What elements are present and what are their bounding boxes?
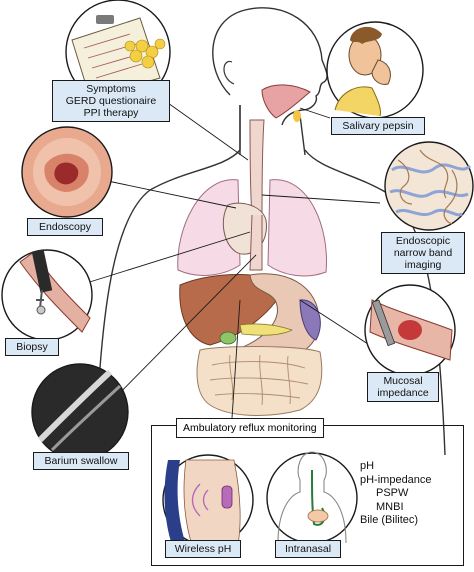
nbi-label: Endoscopic narrow band imaging: [381, 232, 465, 274]
symptoms-label: Symptoms GERD questionaire PPI therapy: [52, 80, 170, 122]
symptoms-line-2: GERD questionaire: [65, 95, 157, 107]
barium-illustration: [31, 363, 129, 461]
intranasal-label: Intranasal: [275, 540, 341, 558]
mucosal-line-2: impedance: [377, 387, 429, 399]
wireless-ph-illustration: [162, 454, 254, 546]
barium-swallow-text: Barium swallow: [44, 455, 118, 467]
monitoring-method-list: pH pH-impedance PSPW MNBI Bile (Bilitec): [360, 460, 432, 528]
ambulatory-monitoring-title: Ambulatory reflux monitoring: [176, 418, 324, 438]
ambulatory-monitoring-text: Ambulatory reflux monitoring: [183, 422, 317, 434]
method-mnbi: MNBI: [376, 500, 404, 513]
symptoms-line-3: PPI therapy: [83, 107, 139, 119]
human-figure: [94, 7, 446, 456]
mucosal-line-1: Mucosal: [383, 375, 423, 387]
method-bile: Bile (Bilitec): [360, 514, 419, 526]
wireless-ph-text: Wireless pH: [174, 543, 232, 555]
barium-swallow-label: Barium swallow: [33, 452, 129, 470]
salivary-pepsin-label: Salivary pepsin: [331, 117, 425, 135]
intranasal-illustration: [266, 451, 358, 544]
endoscopy-label: Endoscopy: [27, 218, 103, 236]
nbi-line-3: imaging: [404, 259, 442, 271]
symptoms-line-1: Symptoms: [86, 83, 136, 95]
wireless-ph-label: Wireless pH: [165, 540, 241, 558]
biopsy-text: Biopsy: [16, 341, 48, 353]
nbi-illustration: [384, 141, 474, 231]
method-pspw: PSPW: [376, 487, 409, 499]
biopsy-illustration: [1, 249, 93, 341]
nbi-line-2: narrow band: [393, 247, 453, 259]
method-ph-impedance: pH-impedance: [360, 473, 432, 486]
salivary-pepsin-text: Salivary pepsin: [342, 120, 414, 132]
salivary-illustration: [326, 21, 424, 119]
endoscopy-text: Endoscopy: [39, 221, 91, 233]
method-ph: pH: [360, 460, 375, 472]
mucosal-illustration: [364, 284, 456, 376]
intranasal-text: Intranasal: [284, 543, 332, 555]
biopsy-label: Biopsy: [5, 338, 59, 356]
endoscopy-illustration: [21, 126, 113, 218]
nbi-line-1: Endoscopic: [395, 235, 451, 247]
mucosal-impedance-label: Mucosal impedance: [367, 372, 439, 402]
